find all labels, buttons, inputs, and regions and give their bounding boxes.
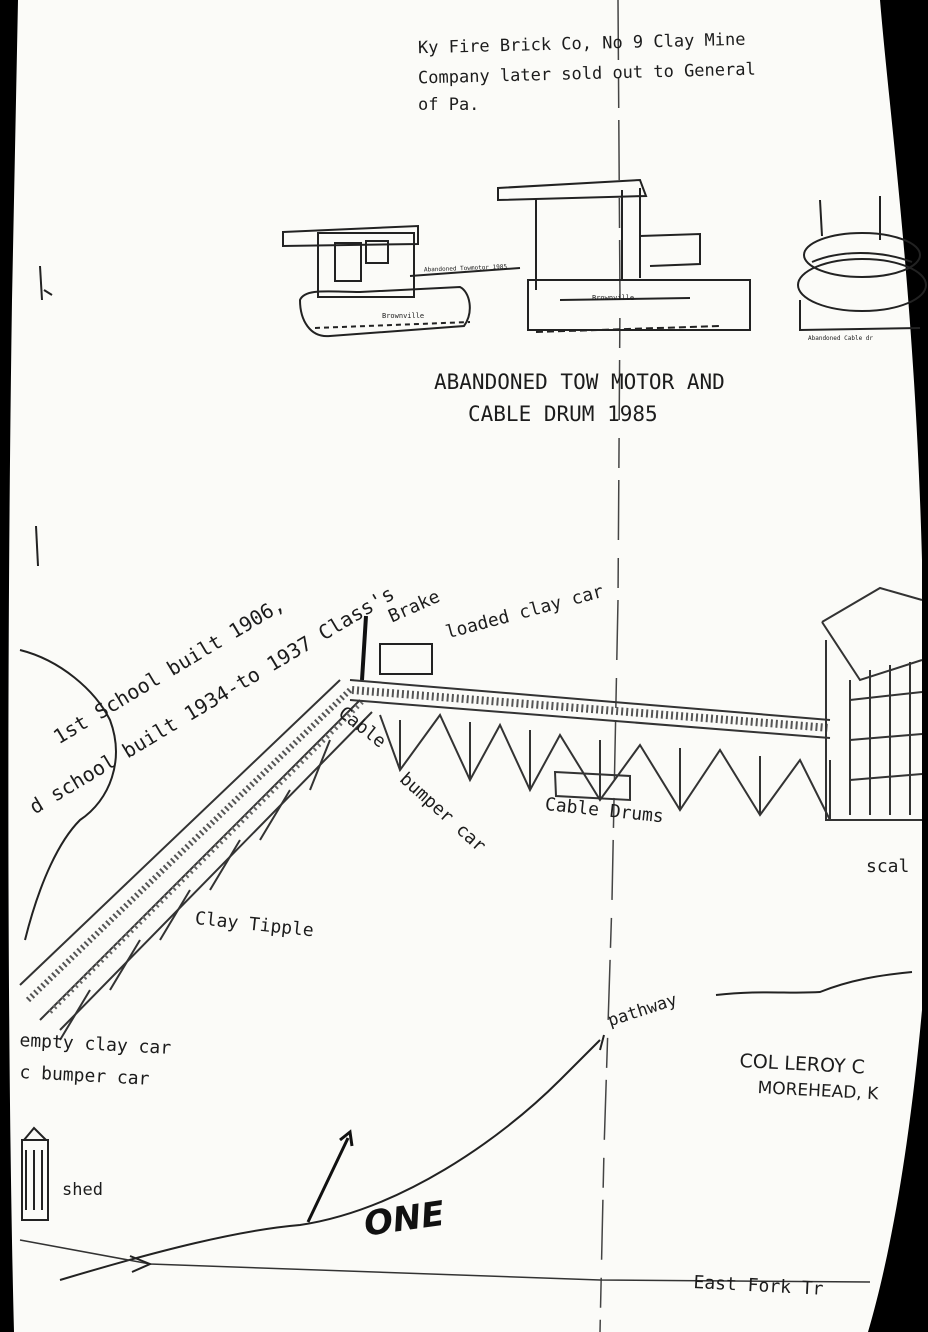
arrow-head	[339, 1129, 354, 1147]
cable-drum-frame-sketch	[497, 178, 751, 333]
cable-drum-small-sketch	[797, 196, 927, 332]
caption-line-2: CABLE DRUM 1985	[468, 402, 658, 426]
fold-line	[599, 0, 621, 1332]
building-structure	[821, 586, 923, 821]
arrow-line	[306, 1137, 350, 1223]
label-one-handwritten: ONE	[361, 1193, 447, 1245]
clay-tipple-structure	[19, 679, 373, 1041]
label-shed: shed	[62, 1180, 103, 1200]
label-maker-right: Brownville	[592, 294, 635, 302]
creek-line	[19, 649, 117, 941]
creek-bottom-line	[59, 1039, 601, 1281]
road-line	[19, 1239, 871, 1283]
pathway-tick	[599, 1034, 605, 1051]
trestle-structure	[349, 679, 831, 821]
header-line-3: of Pa.	[418, 95, 480, 115]
pathway-line	[715, 971, 913, 996]
edge-mark	[35, 525, 39, 567]
brake-lever	[360, 615, 368, 681]
caption-line-1: ABANDONED TOW MOTOR AND	[434, 370, 725, 394]
label-cable-drum-small: Abandoned Cable dr	[808, 335, 874, 342]
label-maker-left: Brownville	[382, 312, 425, 320]
road-arrow	[129, 1255, 153, 1273]
loaded-clay-car	[379, 643, 433, 675]
tow-motor-sketch	[282, 224, 521, 338]
paper-sheet	[8, 0, 923, 1332]
edge-mark	[39, 265, 53, 301]
label-scale: scal	[866, 856, 910, 877]
shed-structure	[21, 1126, 49, 1221]
